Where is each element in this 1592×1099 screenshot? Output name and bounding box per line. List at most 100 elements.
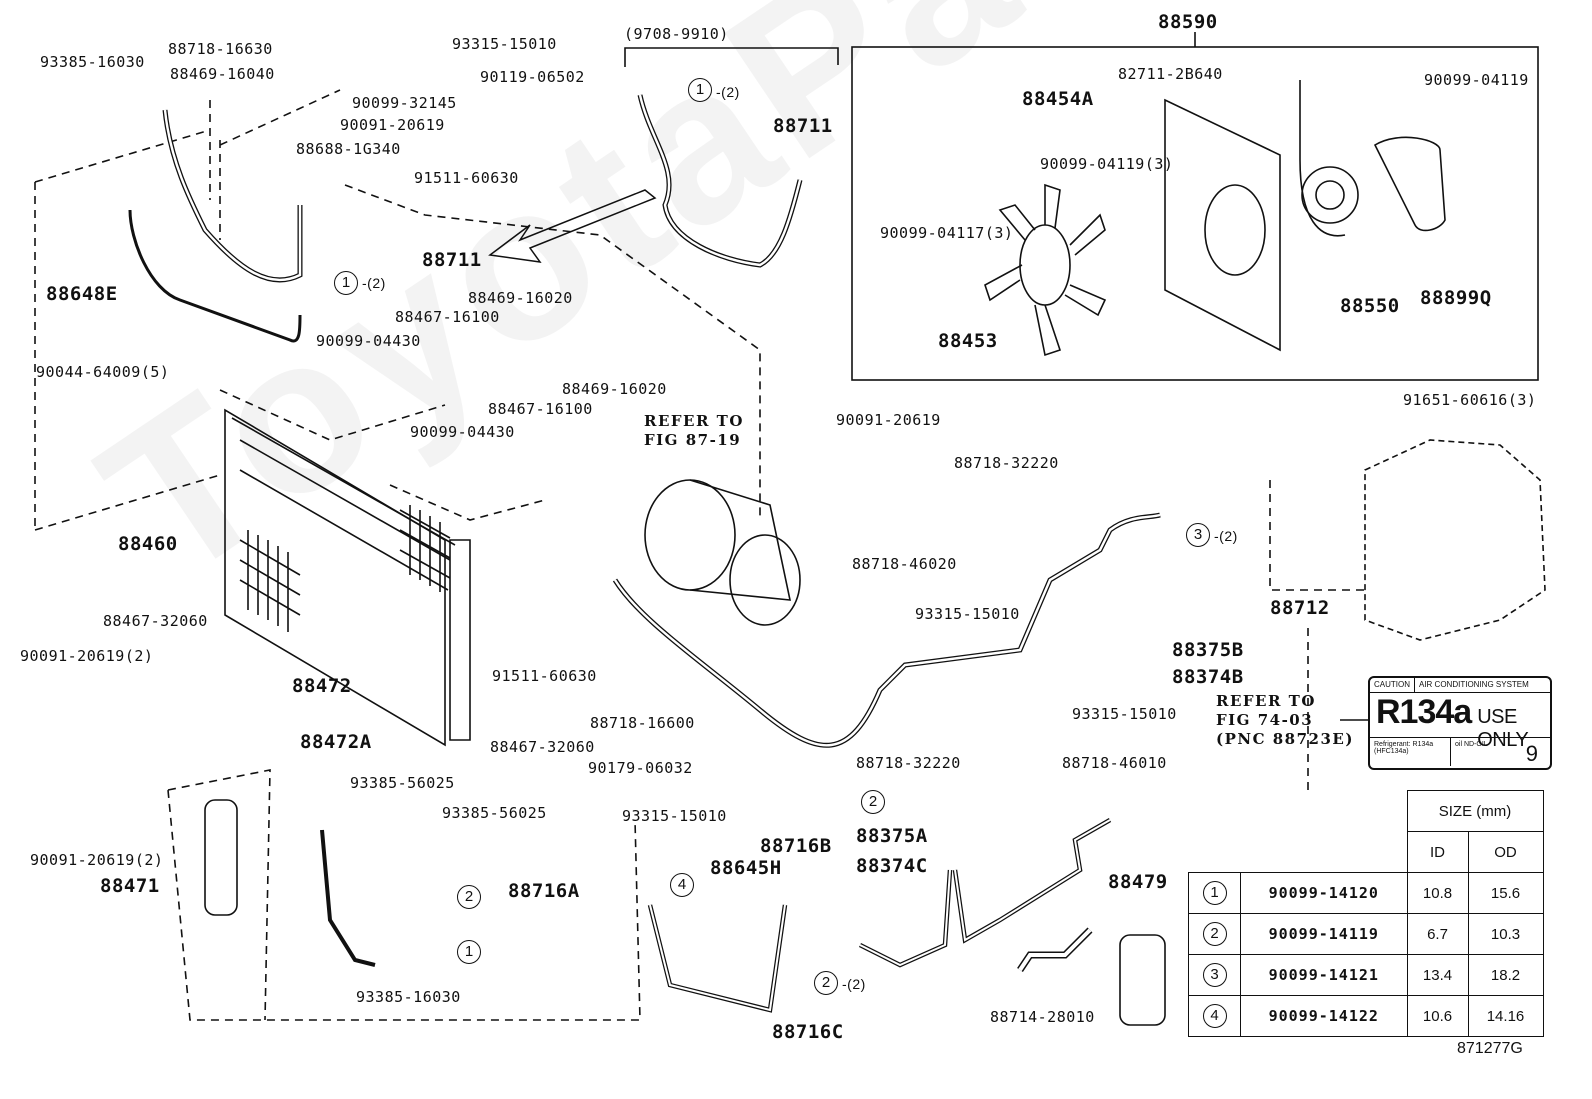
part-label-88467-32060[interactable]: 88467-32060 [103, 612, 208, 630]
part-label-88550[interactable]: 88550 [1340, 295, 1400, 317]
oring-ref: 2 [1202, 922, 1227, 946]
part-label-88375b[interactable]: 88375B [1172, 639, 1244, 661]
part-label-88479[interactable]: 88479 [1108, 871, 1168, 893]
part-label-88711-variant[interactable]: 88711 [773, 115, 833, 137]
part-label-90091-20619-2[interactable]: 90091-20619(2) [20, 647, 154, 665]
oring-od: 18.2 [1467, 954, 1544, 996]
oring-callout-4[interactable]: 4 [670, 873, 694, 897]
illustration-code: 871277G [1457, 1040, 1523, 1057]
arrow-icon [488, 189, 657, 263]
part-label-90099-04430[interactable]: 90099-04430 [316, 332, 421, 350]
part-label-88718-32220[interactable]: 88718-32220 [954, 454, 1059, 472]
refrigerant-type: R134a [1376, 693, 1472, 731]
oring-id: 13.4 [1406, 954, 1469, 996]
part-label-93315-15010[interactable]: 93315-15010 [622, 807, 727, 825]
part-label-88472[interactable]: 88472 [292, 675, 352, 697]
part-label-88590[interactable]: 88590 [1158, 11, 1218, 33]
part-label-90091-20619[interactable]: 90091-20619 [836, 411, 941, 429]
part-label-88718-46010[interactable]: 88718-46010 [1062, 754, 1167, 772]
part-label-93385-16030[interactable]: 93385-16030 [356, 988, 461, 1006]
part-label-90099-04119-3[interactable]: 90099-04119(3) [1040, 155, 1174, 173]
part-label-88645h[interactable]: 88645H [710, 857, 782, 879]
part-label-90099-04117-3[interactable]: 90099-04117(3) [880, 224, 1014, 242]
part-label-88374c[interactable]: 88374C [856, 855, 928, 877]
part-label-88718-46020[interactable]: 88718-46020 [852, 555, 957, 573]
part-label-90099-04119[interactable]: 90099-04119 [1424, 71, 1529, 89]
variant-bracket [624, 47, 839, 67]
part-label-90119-06502[interactable]: 90119-06502 [480, 68, 585, 86]
oring-od: 15.6 [1467, 872, 1544, 914]
part-label-93385-16030[interactable]: 93385-16030 [40, 53, 145, 71]
oring-ref: 4 [1202, 1004, 1227, 1028]
refer-note-compressor[interactable]: REFER TO FIG 87-19 [644, 412, 744, 449]
part-label-88688-1g340[interactable]: 88688-1G340 [296, 140, 401, 158]
part-label-88716a[interactable]: 88716A [508, 880, 580, 902]
part-label-90091-20619-2[interactable]: 90091-20619(2) [30, 851, 164, 869]
part-label-88467-16100[interactable]: 88467-16100 [395, 308, 500, 326]
part-label-88712[interactable]: 88712 [1270, 597, 1330, 619]
part-label-88718-16630[interactable]: 88718-16630 [168, 40, 273, 58]
oring-callout-2[interactable]: 2 [814, 971, 838, 995]
oring-callout-2[interactable]: 2 [861, 790, 885, 814]
part-label-88899q[interactable]: 88899Q [1420, 287, 1492, 309]
refrigerant-note: Refrigerant: R134a (HFC134a) [1370, 738, 1451, 766]
part-label-88648e[interactable]: 88648E [46, 283, 118, 305]
oring-part-number[interactable]: 90099-14122 [1240, 995, 1408, 1037]
oring-callout-1[interactable]: 1 [688, 78, 712, 102]
part-label-88716b[interactable]: 88716B [760, 835, 832, 857]
part-label-88467-32060[interactable]: 88467-32060 [490, 738, 595, 756]
part-label-90099-04430[interactable]: 90099-04430 [410, 423, 515, 441]
refer-note-evaporator[interactable]: REFER TO FIG 74-03 (PNC 88723E) [1216, 692, 1354, 748]
part-label-93315-15010[interactable]: 93315-15010 [1072, 705, 1177, 723]
oring-part-number[interactable]: 90099-14121 [1240, 954, 1408, 996]
table-row[interactable]: 4 90099-14122 10.6 14.16 [1188, 995, 1544, 1037]
part-label-90044-64009[interactable]: 90044-64009(5) [36, 363, 170, 381]
oring-callout-1[interactable]: 1 [457, 940, 481, 964]
oring-part-number[interactable]: 90099-14119 [1240, 913, 1408, 955]
part-label-93385-56025[interactable]: 93385-56025 [350, 774, 455, 792]
oil-number: 9 [1525, 741, 1538, 766]
oring-quantity: -(2) [842, 976, 866, 992]
part-label-88718-16600[interactable]: 88718-16600 [590, 714, 695, 732]
table-row[interactable]: 2 90099-14119 6.7 10.3 [1188, 913, 1544, 955]
part-label-91511-60630[interactable]: 91511-60630 [492, 667, 597, 685]
oring-quantity: -(2) [362, 275, 386, 291]
part-label-88718-32220[interactable]: 88718-32220 [856, 754, 961, 772]
oring-callout-3[interactable]: 3 [1186, 523, 1210, 547]
part-label-88472a[interactable]: 88472A [300, 731, 372, 753]
part-label-88453[interactable]: 88453 [938, 330, 998, 352]
part-label-88374b[interactable]: 88374B [1172, 666, 1244, 688]
part-label-88469-16020[interactable]: 88469-16020 [468, 289, 573, 307]
table-row[interactable]: 1 90099-14120 10.8 15.6 [1188, 872, 1544, 914]
part-label-88469-16040[interactable]: 88469-16040 [170, 65, 275, 83]
refrigerant-caution-label[interactable]: CAUTION AIR CONDITIONING SYSTEM R134a US… [1368, 676, 1552, 770]
part-label-90099-32145[interactable]: 90099-32145 [352, 94, 457, 112]
part-label-82711-2b640[interactable]: 82711-2B640 [1118, 65, 1223, 83]
part-label-91511-60630[interactable]: 91511-60630 [414, 169, 519, 187]
part-label-88460[interactable]: 88460 [118, 533, 178, 555]
part-label-88711[interactable]: 88711 [422, 249, 482, 271]
part-label-90091-20619[interactable]: 90091-20619 [340, 116, 445, 134]
part-label-88469-16020[interactable]: 88469-16020 [562, 380, 667, 398]
part-label-93315-15010[interactable]: 93315-15010 [452, 35, 557, 53]
part-label-93385-56025[interactable]: 93385-56025 [442, 804, 547, 822]
table-row[interactable]: 3 90099-14121 13.4 18.2 [1188, 954, 1544, 996]
oring-quantity: -(2) [1214, 528, 1238, 544]
caution-system: AIR CONDITIONING SYSTEM [1419, 680, 1529, 689]
part-label-88714-28010[interactable]: 88714-28010 [990, 1008, 1095, 1026]
condenser-drawing [224, 408, 471, 747]
oring-callout-2[interactable]: 2 [457, 885, 481, 909]
part-label-88716c[interactable]: 88716C [772, 1021, 844, 1043]
table-header-id: ID [1406, 831, 1469, 873]
part-label-91651-60616-3[interactable]: 91651-60616(3) [1403, 391, 1537, 409]
part-label-88454a[interactable]: 88454A [1022, 88, 1094, 110]
part-label-88375a[interactable]: 88375A [856, 825, 928, 847]
part-label-93315-15010[interactable]: 93315-15010 [915, 605, 1020, 623]
desiccant-drawing [1119, 934, 1166, 1026]
fan-drawing [984, 80, 1446, 357]
oring-part-number[interactable]: 90099-14120 [1240, 872, 1408, 914]
part-label-88471[interactable]: 88471 [100, 875, 160, 897]
oring-callout-1[interactable]: 1 [334, 271, 358, 295]
part-label-88467-16100[interactable]: 88467-16100 [488, 400, 593, 418]
part-label-90179-06032[interactable]: 90179-06032 [588, 759, 693, 777]
